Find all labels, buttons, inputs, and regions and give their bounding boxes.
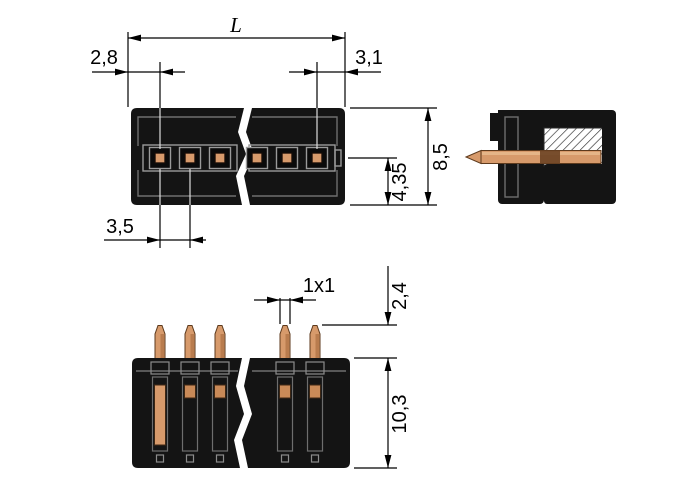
- dimension-overall-length: L: [127, 13, 346, 107]
- pin-top-view: [178, 146, 202, 170]
- dim-label-2-4: 2,4: [389, 282, 411, 310]
- side-view-bottom-block: [544, 164, 610, 204]
- dimension-edge-to-first-pin: 2,8: [90, 47, 185, 149]
- side-view-latch: [490, 113, 500, 141]
- pin-top-view: [148, 146, 172, 170]
- top-view: [131, 108, 345, 205]
- dimension-body-depth: 8,5: [350, 107, 452, 205]
- dim-label-1x1: 1x1: [303, 275, 335, 297]
- top-view-pins: [148, 146, 329, 170]
- front-view-body-right: [242, 358, 350, 468]
- contact-strip-tab: [334, 149, 342, 167]
- side-view: [464, 110, 616, 204]
- dimension-pin-tip-height: 2,4: [322, 266, 411, 359]
- dimensions: L 2,8 3,1 3,5: [90, 13, 452, 469]
- pin-shadow: [540, 150, 560, 164]
- dim-label-4-35: 4,35: [389, 163, 411, 202]
- front-view-pins: [154, 325, 321, 361]
- pin-channel: [180, 361, 200, 463]
- dim-label-3-5: 3,5: [106, 216, 134, 238]
- pin-front-view: [184, 325, 196, 361]
- top-view-inset-right: [252, 116, 338, 197]
- contact-pin-side-view: [464, 149, 602, 165]
- pin-channel: [275, 361, 295, 463]
- pin-front-view: [279, 325, 291, 361]
- pin-front-view: [309, 325, 321, 361]
- dim-label-2-8: 2,8: [90, 47, 118, 69]
- pin-channel: [210, 361, 230, 463]
- top-view-inset-left: [137, 116, 236, 197]
- front-view: [132, 325, 350, 468]
- pin-channel: [305, 361, 325, 463]
- dimension-pin-pitch: 3,5: [104, 169, 206, 248]
- pin-front-view: [154, 325, 166, 361]
- dim-label-3-1: 3,1: [355, 47, 383, 69]
- dimension-front-body-height: 10,3: [354, 358, 411, 469]
- side-view-back-wall: [602, 110, 616, 204]
- dim-label-10-3: 10,3: [389, 395, 411, 434]
- pin-inside-cutaway: [154, 384, 166, 446]
- dim-label-8-5: 8,5: [430, 143, 452, 171]
- dimension-pin-cross-section: 1x1: [254, 275, 335, 324]
- dimension-last-pin-to-edge: 3,1: [289, 47, 383, 149]
- dim-label-L: L: [229, 13, 242, 37]
- pin-top-view: [208, 146, 232, 170]
- front-view-channels: [150, 361, 325, 463]
- dimension-pin-axis-to-edge: 4,35: [348, 157, 437, 206]
- pin-top-view: [305, 146, 329, 170]
- pin-top-view: [275, 146, 299, 170]
- pin-top-view: [245, 146, 269, 170]
- pin-channel: [150, 361, 170, 463]
- pin-front-view: [214, 325, 226, 361]
